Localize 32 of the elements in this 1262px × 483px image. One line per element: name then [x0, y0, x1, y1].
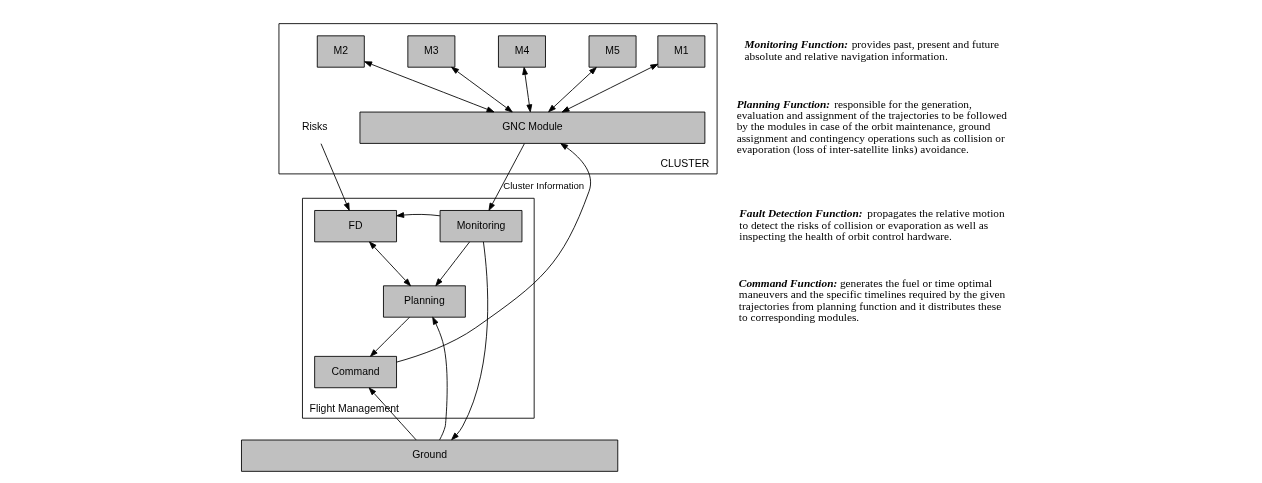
arrow [368, 241, 411, 287]
arrow [521, 67, 532, 113]
node-box: FD [313, 210, 397, 243]
label: Command Function: generates the fuel or time optimal maneuvers and the specific timelines required by the given trajectories from planning function and it distributes these to corresponding modules. [738, 277, 1005, 324]
arrow [395, 142, 591, 363]
node-box: GNC Module [359, 111, 705, 144]
label: Planning Function: responsible for the generation, evaluation and assignment of the trajectories to be followed by the modules in case of the orbit maintenance, ground assignment and contingency operations such as collision or evaporation (loss of inter-satellite links) avoidance. [736, 97, 1007, 155]
arrow [450, 241, 488, 441]
arrow [434, 241, 470, 287]
arrow [395, 212, 440, 218]
arrow [450, 66, 513, 113]
node-box: Ground [240, 439, 618, 472]
node-box: M3 [406, 35, 455, 68]
edge-label: Cluster Information [502, 179, 584, 191]
arrow [320, 143, 350, 211]
arrow [547, 67, 597, 113]
node-box: M2 [316, 35, 365, 68]
label: Monitoring Function: provides past, present and future absolute and relative navigation information. [744, 38, 999, 62]
arrow [363, 61, 494, 113]
node-box: M5 [588, 35, 636, 68]
arrow [488, 143, 525, 211]
arrow [368, 387, 417, 441]
arrow [369, 316, 410, 357]
node-box: Command [313, 355, 397, 389]
node-box: M4 [497, 35, 546, 68]
arrow [561, 63, 658, 113]
label: Fault Detection Function: propagates the relative motion to detect the risks of collision or evaporation as well as inspecting the health of orbit control hardware. [738, 207, 1005, 243]
node-box: M1 [656, 35, 705, 68]
node-box: Planning [382, 285, 466, 318]
node-text: Risks [301, 121, 327, 133]
arrow [431, 316, 448, 441]
node-box: Monitoring [439, 210, 522, 243]
